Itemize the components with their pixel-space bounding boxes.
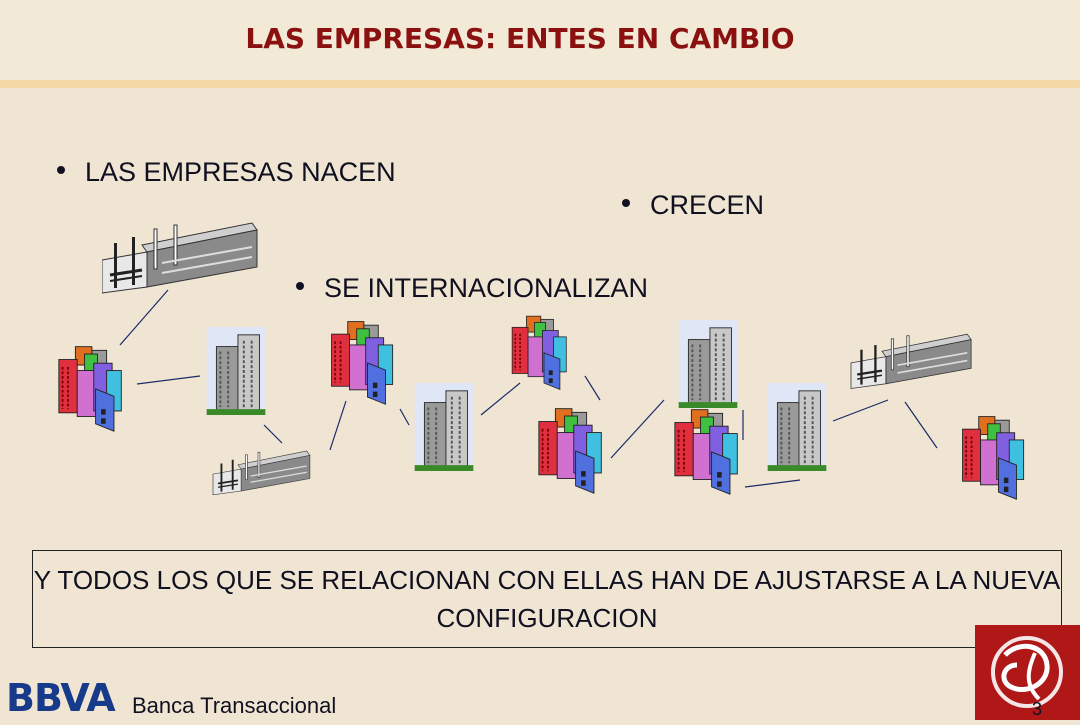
bullet-dot <box>622 198 630 207</box>
bullet-nacen-label: LAS EMPRESAS NACEN <box>85 157 396 187</box>
city-buildings-icon <box>330 320 394 406</box>
bbva-logo: BBVA <box>6 676 116 720</box>
bullet-dot <box>57 165 65 174</box>
office-tower-icon <box>678 320 738 408</box>
header-band <box>0 0 1080 80</box>
bullet-crecen: CRECEN <box>622 190 764 221</box>
bullet-dot <box>296 281 304 290</box>
footer-label: Banca Transaccional <box>132 693 337 718</box>
factory-building-icon <box>849 333 973 390</box>
bullet-internacionalizan: SE INTERNACIONALIZAN <box>296 273 648 304</box>
office-tower-icon <box>414 383 474 471</box>
factory-building-icon <box>212 450 311 496</box>
emblem-logo-icon <box>975 625 1080 720</box>
bullet-crecen-label: CRECEN <box>650 190 765 220</box>
city-buildings-icon <box>511 315 568 391</box>
city-buildings-icon <box>961 415 1025 501</box>
page-number: 3 <box>1032 699 1043 719</box>
city-buildings-icon <box>57 345 123 433</box>
factory-building-icon <box>102 221 259 295</box>
city-buildings-icon <box>537 407 603 495</box>
city-buildings-icon <box>673 408 739 496</box>
page-title: LAS EMPRESAS: ENTES EN CAMBIO <box>245 22 795 55</box>
callout-text: Y TODOS LOS QUE SE RELACIONAN CON ELLAS … <box>33 565 1061 633</box>
office-tower-icon <box>205 327 267 415</box>
bullet-nacen: LAS EMPRESAS NACEN <box>57 157 396 188</box>
emblem-monogram-icon <box>991 636 1063 708</box>
header-rule <box>0 80 1080 88</box>
callout-box: Y TODOS LOS QUE SE RELACIONAN CON ELLAS … <box>32 550 1062 648</box>
office-tower-icon <box>766 383 828 471</box>
bullet-internacionalizan-label: SE INTERNACIONALIZAN <box>324 273 649 303</box>
